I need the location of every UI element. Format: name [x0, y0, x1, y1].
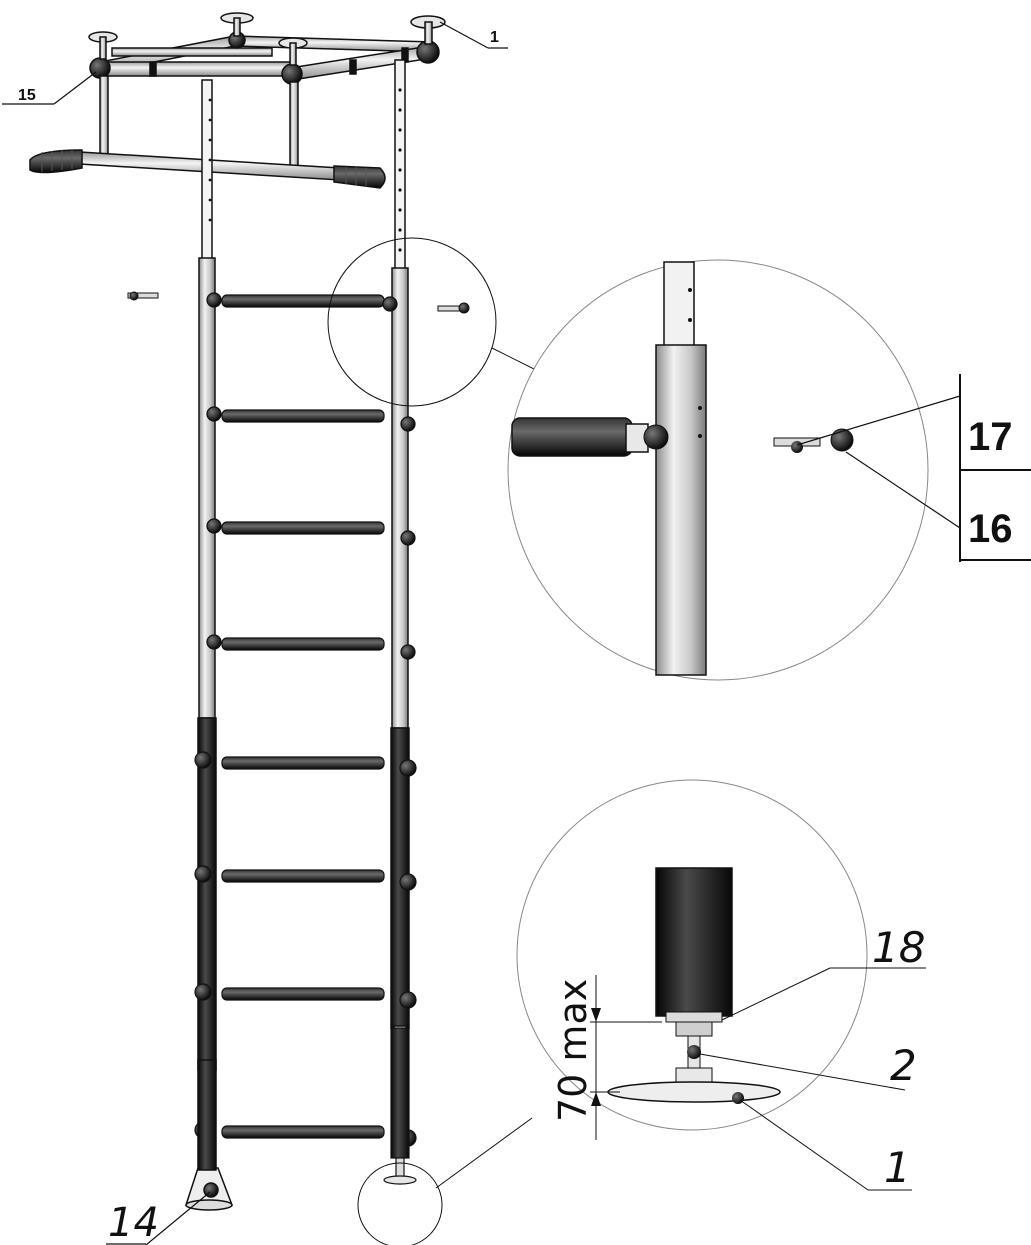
rung [194, 983, 417, 1009]
floor-support-14 [184, 1167, 234, 1211]
callout-14: 14 [108, 1200, 159, 1245]
ceiling-plate [220, 12, 254, 37]
pullup-bar [29, 75, 386, 189]
rung [206, 292, 398, 312]
rung [194, 865, 417, 891]
ceiling-plate [278, 37, 308, 66]
callout-1-top: 1 [490, 29, 499, 46]
rung [206, 518, 416, 546]
adjustable-foot [383, 1027, 417, 1185]
detail-view-pin [327, 237, 1031, 681]
callout-1-bottom: 1 [884, 1143, 911, 1192]
rung [206, 406, 416, 432]
rung [194, 1121, 417, 1147]
callout-2: 2 [890, 1041, 917, 1090]
left-upright-lower [197, 1059, 217, 1171]
rung [206, 634, 416, 660]
right-upright [208, 59, 410, 1037]
pin-right [437, 302, 470, 314]
pin-left [127, 291, 159, 301]
detail-view-foot [357, 779, 926, 1245]
left-upright [197, 79, 217, 1071]
callout-16: 16 [968, 507, 1013, 551]
callout-15: 15 [18, 87, 36, 104]
ceiling-frame [88, 12, 446, 85]
dimension-70-max: 70 max [551, 979, 595, 1122]
ceiling-plate [88, 31, 118, 60]
callout-17: 17 [968, 415, 1013, 459]
ladder-rungs [194, 292, 417, 1147]
rung [194, 751, 417, 777]
callout-18: 18 [872, 923, 925, 972]
ceiling-plate [410, 15, 446, 45]
